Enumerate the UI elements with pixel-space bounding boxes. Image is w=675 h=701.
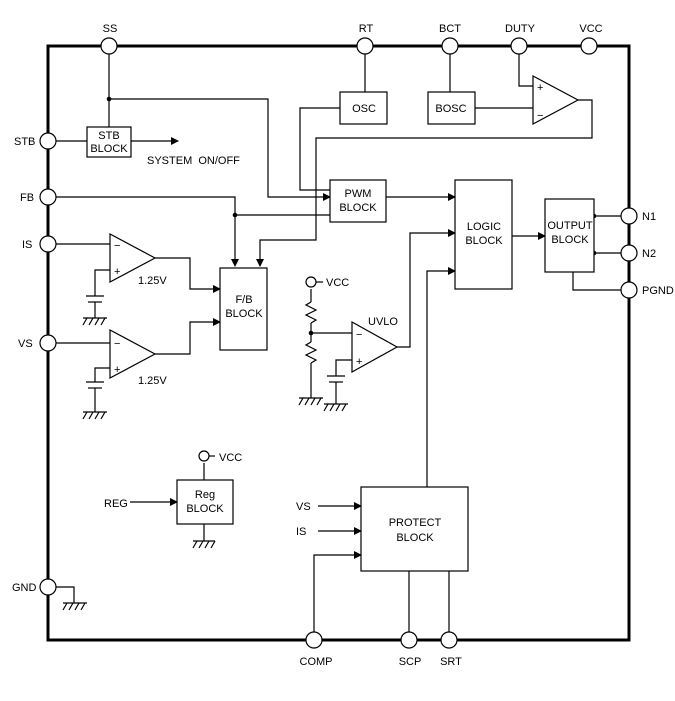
svg-text:STB: STB	[98, 130, 119, 142]
pin-n1: N1	[620, 207, 656, 225]
svg-text:BLOCK: BLOCK	[396, 532, 434, 544]
protect-is-label: IS	[296, 526, 306, 538]
pin-fb: FB	[20, 188, 57, 206]
svg-text:BCT: BCT	[439, 23, 461, 35]
pin-srt: SRT	[440, 631, 462, 668]
duty-comparator: + −	[532, 75, 580, 125]
svg-text:LOGIC: LOGIC	[467, 221, 501, 233]
bosc-block: BOSC	[427, 91, 476, 125]
vcc-tap-uvlo: VCC	[305, 276, 349, 289]
wires	[56, 54, 621, 632]
svg-text:−: −	[356, 329, 362, 341]
pin-bct: BCT	[439, 23, 461, 55]
svg-text:BLOCK: BLOCK	[186, 503, 224, 515]
osc-block: OSC	[339, 91, 388, 125]
svg-text:F/B: F/B	[235, 294, 252, 306]
pin-stb: STB	[14, 132, 57, 150]
ground-icon	[82, 317, 107, 326]
output-block: OUTPUT BLOCK	[544, 198, 595, 273]
svg-text:VCC: VCC	[579, 23, 602, 35]
pin-gnd: GND	[12, 578, 57, 596]
reg-block: Reg BLOCK	[176, 479, 234, 525]
svg-text:COMP: COMP	[300, 656, 333, 668]
svg-text:N2: N2	[642, 248, 656, 260]
is-error-amp: − +	[109, 233, 157, 283]
svg-text:RT: RT	[359, 23, 374, 35]
svg-text:PROTECT: PROTECT	[389, 517, 442, 529]
svg-text:BLOCK: BLOCK	[465, 235, 503, 247]
svg-text:GND: GND	[12, 582, 37, 594]
svg-text:OUTPUT: OUTPUT	[547, 220, 593, 232]
pwm-block: PWM BLOCK	[329, 179, 387, 223]
stb-block: STB BLOCK	[86, 126, 132, 158]
vs-reference-label: 1.25V	[138, 375, 167, 387]
ground-icon	[62, 602, 87, 611]
svg-text:N1: N1	[642, 211, 656, 223]
ground-icon	[323, 403, 348, 412]
pin-vcc: VCC	[579, 23, 603, 55]
svg-text:OSC: OSC	[352, 103, 376, 115]
svg-text:BLOCK: BLOCK	[551, 234, 589, 246]
svg-text:SCP: SCP	[399, 656, 422, 668]
ground-icon	[298, 397, 323, 406]
svg-text:BOSC: BOSC	[435, 103, 466, 115]
ground-symbols	[62, 317, 348, 611]
pin-scp: SCP	[399, 631, 422, 668]
svg-text:VCC: VCC	[326, 277, 349, 289]
svg-text:−: −	[114, 338, 120, 350]
vs-error-amp: − +	[109, 329, 157, 379]
pin-is: IS	[22, 235, 57, 253]
protect-block: PROTECT BLOCK	[360, 486, 469, 572]
svg-text:PWM: PWM	[345, 188, 372, 200]
pin-comp: COMP	[300, 631, 333, 668]
svg-text:FB: FB	[20, 192, 34, 204]
svg-text:VS: VS	[18, 338, 33, 350]
svg-text:SS: SS	[103, 23, 118, 35]
svg-text:BLOCK: BLOCK	[339, 202, 377, 214]
reg-input-label: REG	[104, 498, 128, 510]
svg-text:−: −	[537, 110, 543, 122]
vcc-tap-reg: VCC	[198, 450, 242, 464]
svg-text:+: +	[356, 356, 362, 368]
pin-rt: RT	[356, 23, 374, 55]
system-onoff-label: SYSTEM ON/OFF	[147, 155, 240, 167]
svg-text:+: +	[114, 364, 120, 376]
svg-text:STB: STB	[14, 136, 35, 148]
svg-text:VCC: VCC	[219, 452, 242, 464]
logic-block: LOGIC BLOCK	[454, 179, 513, 290]
uvlo-label: UVLO	[368, 316, 398, 328]
protect-vs-label: VS	[296, 501, 311, 513]
uvlo-comparator: − +	[351, 320, 399, 374]
pin-pgnd: PGND	[620, 281, 674, 299]
svg-text:Reg: Reg	[195, 489, 215, 501]
pin-vs: VS	[18, 334, 57, 352]
svg-text:BLOCK: BLOCK	[225, 308, 263, 320]
svg-text:+: +	[114, 266, 120, 278]
svg-text:BLOCK: BLOCK	[90, 143, 128, 155]
pin-ss: SS	[100, 23, 118, 55]
pin-n2: N2	[620, 244, 656, 262]
ground-icon	[192, 540, 216, 549]
svg-text:DUTY: DUTY	[505, 23, 536, 35]
svg-text:−: −	[114, 240, 120, 252]
ground-icon	[82, 411, 107, 420]
svg-text:+: +	[537, 82, 543, 94]
svg-text:IS: IS	[22, 239, 32, 251]
svg-text:SRT: SRT	[440, 656, 462, 668]
fb-block: F/B BLOCK	[219, 267, 268, 351]
pin-duty: DUTY	[505, 23, 536, 55]
svg-text:PGND: PGND	[642, 285, 674, 297]
is-reference-label: 1.25V	[138, 275, 167, 287]
